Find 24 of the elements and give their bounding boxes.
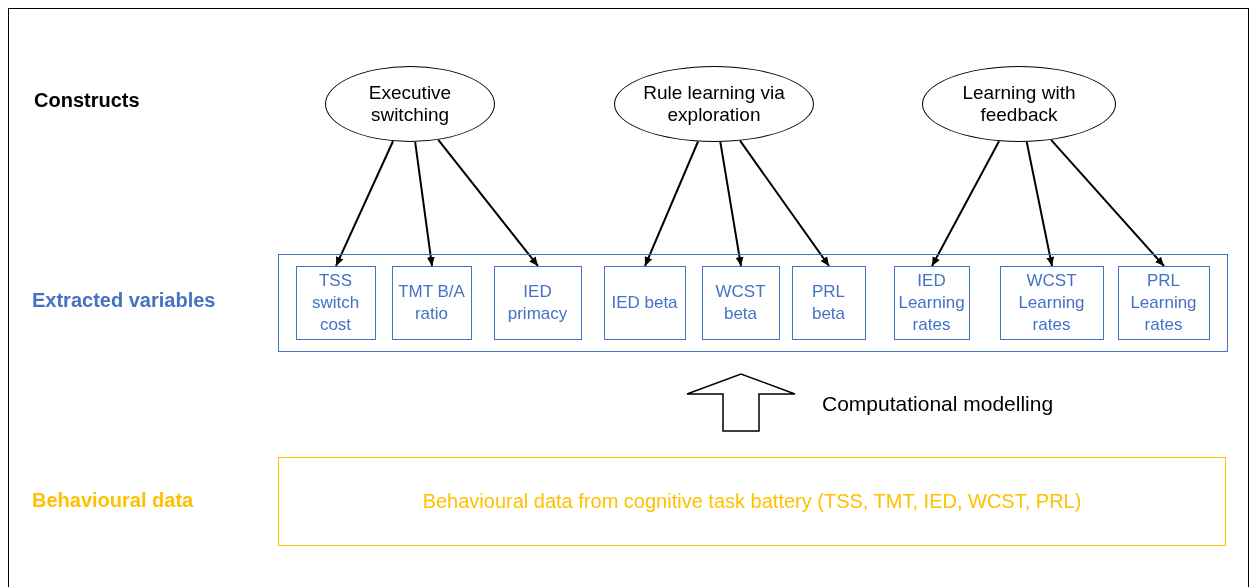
variables-panel (278, 254, 1228, 352)
arrow (1050, 138, 1165, 267)
row-heading: Extracted variables (32, 289, 216, 312)
variable-box: IED Learning rates (893, 265, 970, 340)
data-box: Behavioural data from cognitive task battery (TSS, TMT, IED, WCST, PRL) (278, 457, 1226, 546)
arrow (1025, 140, 1055, 267)
arrow (739, 139, 830, 267)
variable-box: WCST beta (701, 265, 780, 340)
row-heading: Constructs (34, 89, 140, 112)
variable-box: IED beta (603, 265, 686, 340)
variable-box: TMT B/A ratio (391, 265, 472, 340)
variable-box: IED primacy (493, 265, 582, 340)
variable-box: TSS switch cost (295, 265, 376, 340)
arrow (931, 140, 1001, 267)
row-heading: Behavioural data (32, 489, 194, 512)
variable-box: PRL Learning rates (1117, 265, 1210, 340)
variable-box: WCST Learning rates (999, 265, 1104, 340)
block-arrow (686, 373, 796, 432)
variable-box: PRL beta (791, 265, 866, 340)
arrow (335, 140, 394, 267)
arrow (414, 140, 435, 267)
arrow (644, 140, 699, 267)
arrow (719, 140, 744, 267)
arrow (437, 138, 539, 267)
